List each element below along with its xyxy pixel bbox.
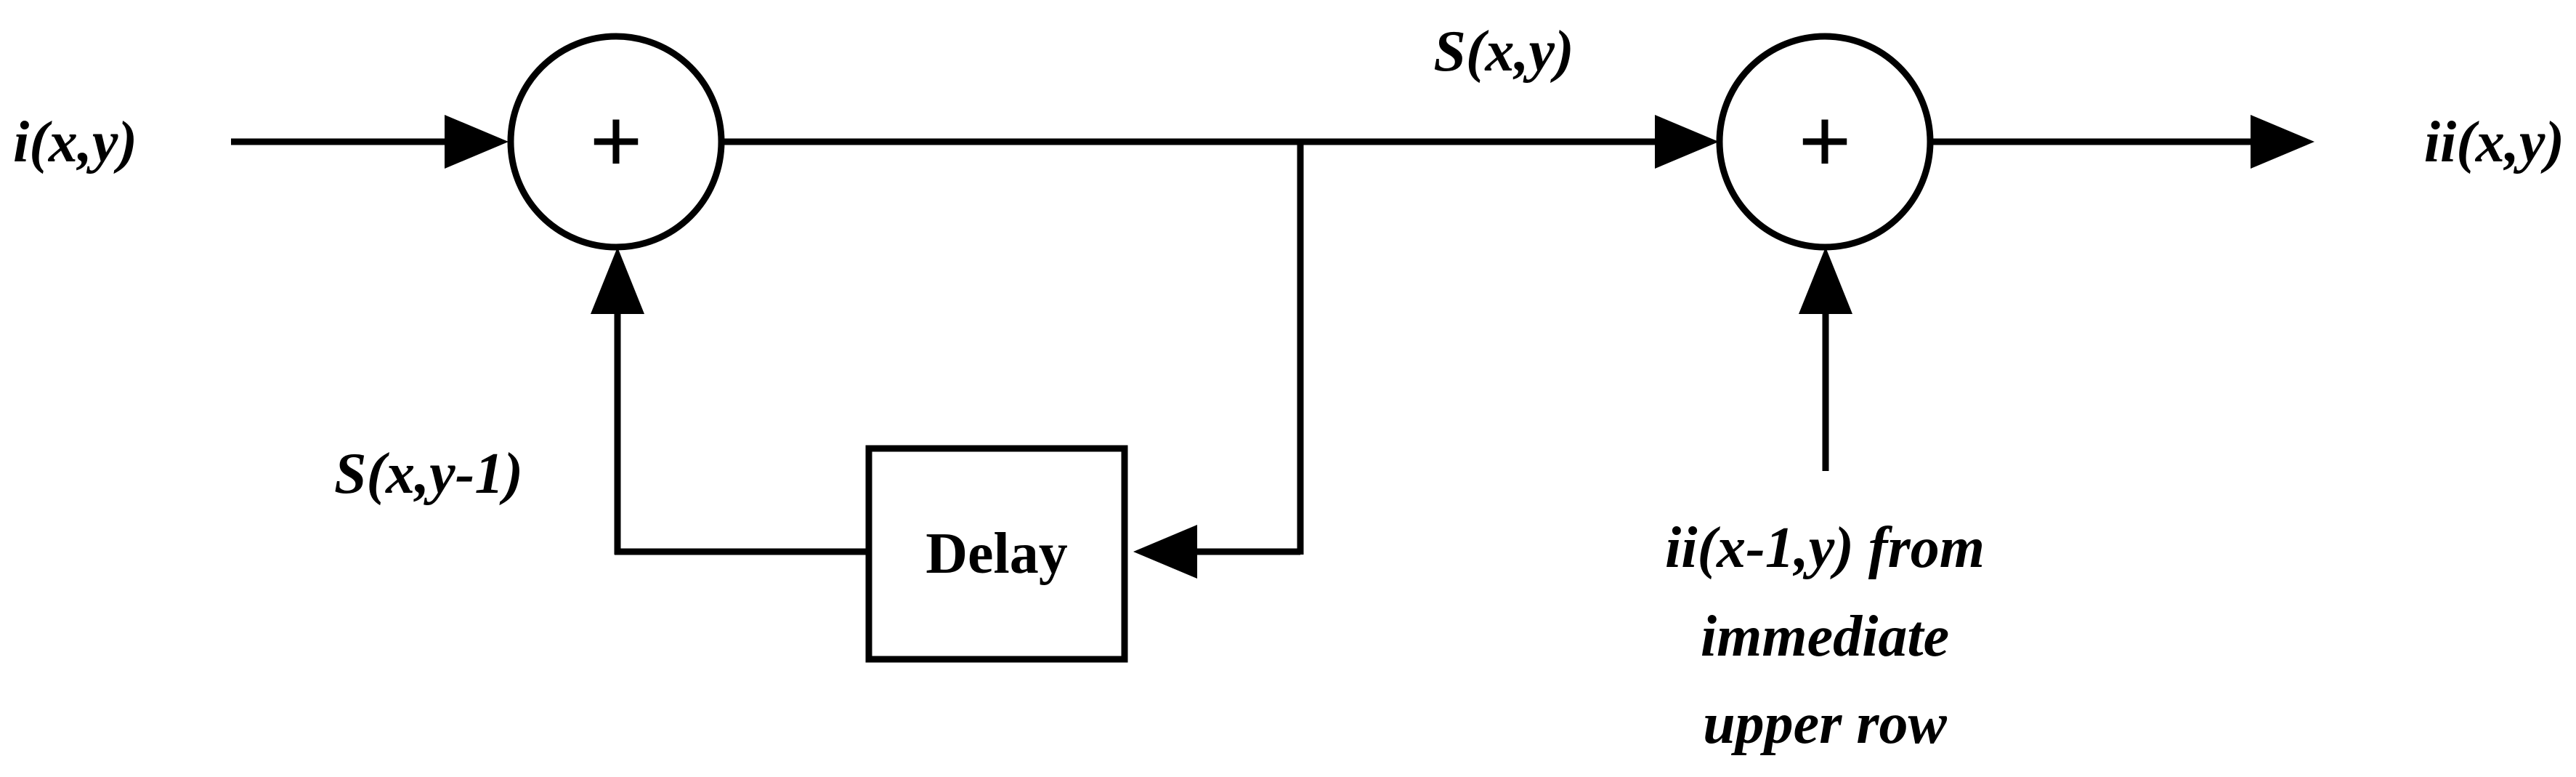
input-label: i(x,y) [13,110,137,174]
upper-row-label-line-2: immediate [1701,605,1949,669]
upper-row-arrowhead [1799,247,1852,314]
delay-input-arrowhead [1133,525,1197,579]
adder-2: + [1716,33,1934,251]
adder-1-symbol: + [589,89,643,194]
adder-1-circle [507,33,725,251]
output-label: ii(x,y) [2424,110,2564,174]
delay-box [865,445,1128,663]
adder-2-circle [1716,33,1934,251]
prev-row-sum-label: S(x,y-1) [334,442,523,506]
adder-2-symbol: + [1798,89,1852,194]
upper-row-label-line-1: ii(x-1,y) from [1665,516,1985,580]
output-arrowhead [2251,115,2314,169]
prev-row-sum-arrowhead [591,247,644,314]
row-sum-arrowhead [1655,115,1719,169]
upper-row-label-line-3: upper row [1703,692,1947,756]
row-sum-label: S(x,y) [1433,20,1573,84]
delay-label: Delay [926,522,1068,586]
input-arrowhead [445,115,509,169]
delay-block: Delay [865,445,1128,663]
adder-1: + [507,33,725,251]
